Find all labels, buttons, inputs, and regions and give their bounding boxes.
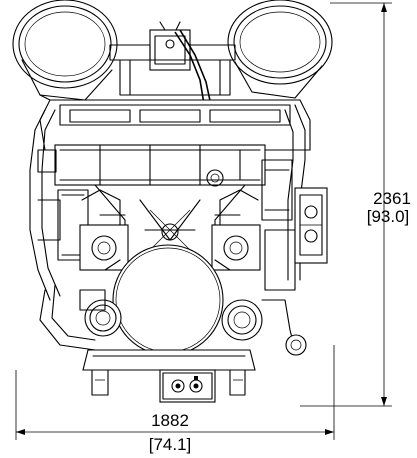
upper-engine-body xyxy=(39,99,311,151)
cylinder-bank-right xyxy=(211,189,261,271)
width-mm-label: 1882 xyxy=(151,411,189,430)
height-mm-label: 2361 xyxy=(373,189,411,208)
width-dimension xyxy=(15,345,335,440)
charge-air-manifold xyxy=(54,144,266,187)
bottom-connector-box xyxy=(159,369,216,403)
air-cleaner-left xyxy=(12,0,118,106)
oil-pan xyxy=(82,349,256,396)
top-bracket-assembly xyxy=(109,21,236,111)
lower-right-pump xyxy=(221,299,307,356)
cylinder-bank-left xyxy=(79,189,129,271)
side-mounted-unit xyxy=(294,187,328,264)
height-inch-label: [93.0] xyxy=(367,207,410,226)
air-cleaner-right xyxy=(227,0,333,99)
height-dimension xyxy=(300,2,392,407)
lower-left-pump xyxy=(39,284,122,351)
width-inch-label: [74.1] xyxy=(149,435,192,454)
